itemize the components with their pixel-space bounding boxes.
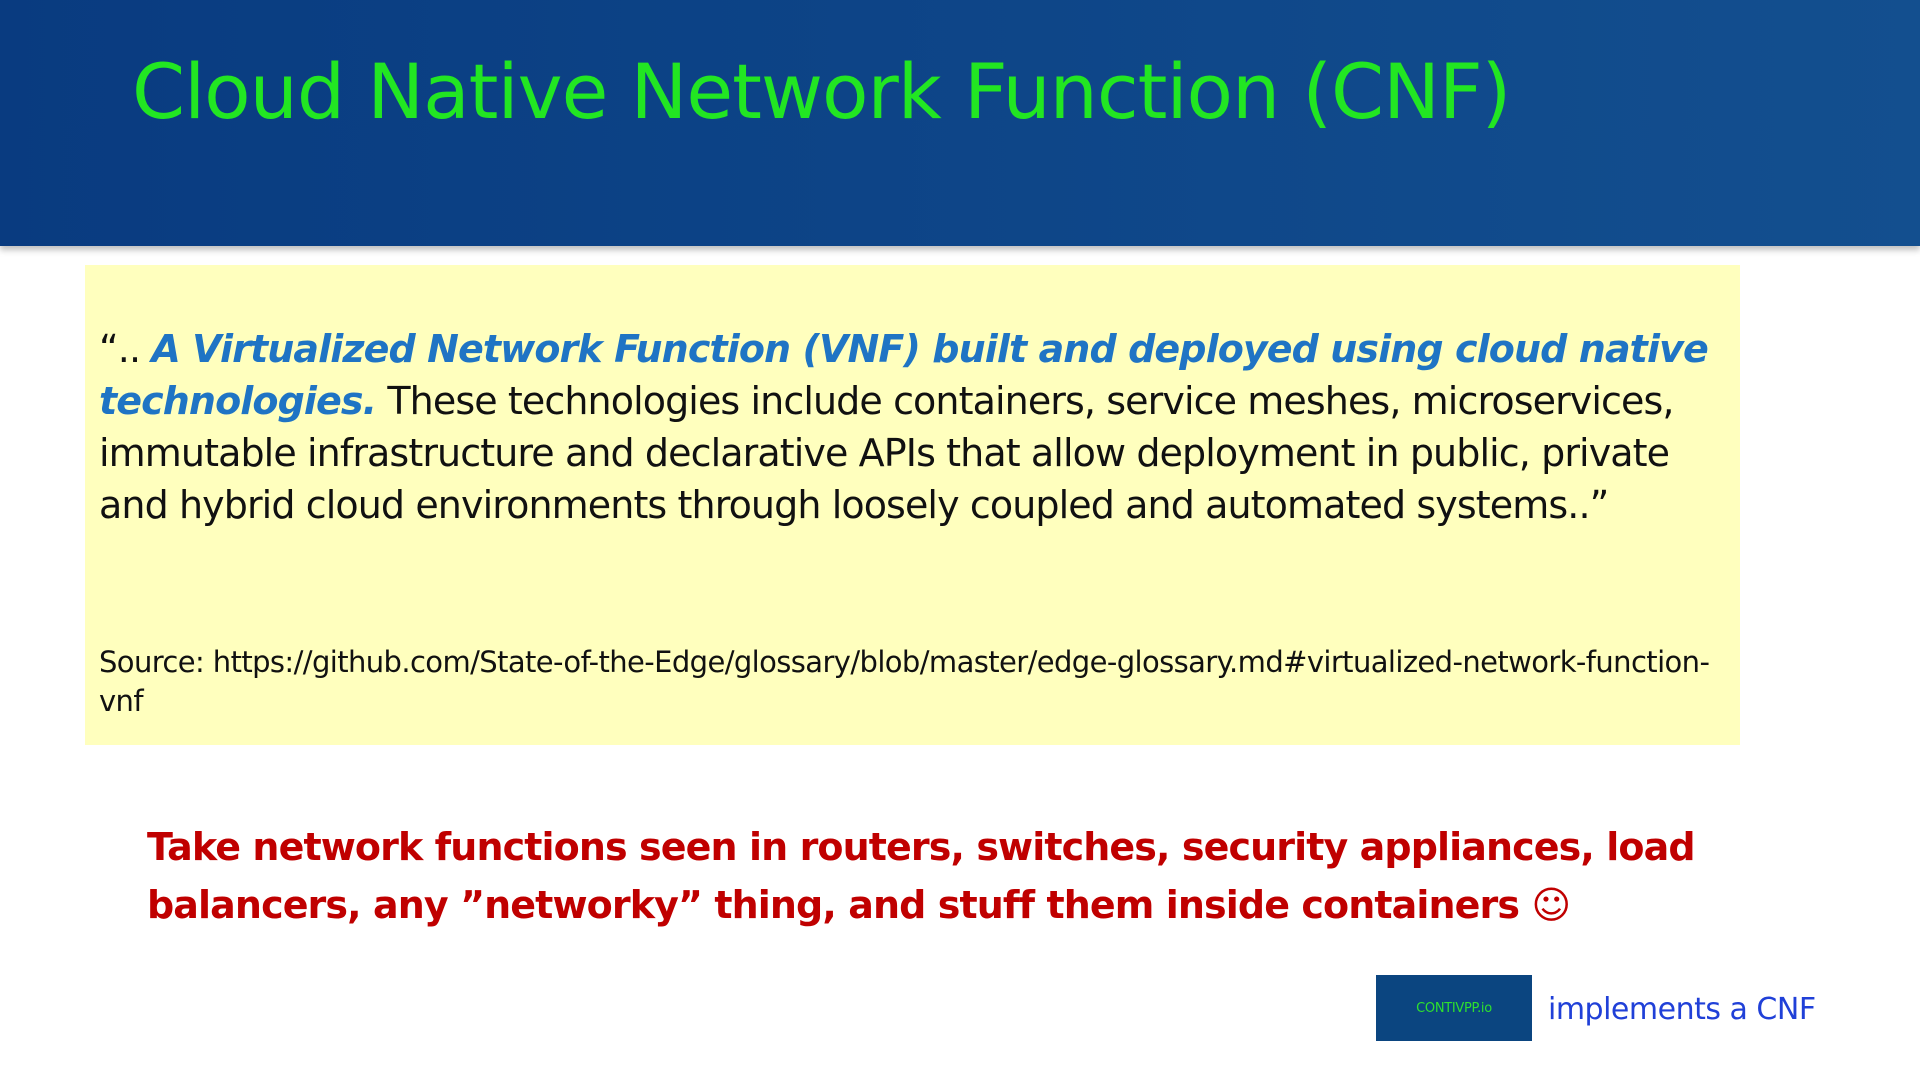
- contivpp-logo: CONTIVPP.io: [1376, 975, 1532, 1041]
- quote-source: Source: https://github.com/State-of-the-…: [99, 645, 1710, 718]
- quote-box: “.. A Virtualized Network Function (VNF)…: [85, 265, 1740, 745]
- logo-label: CONTIVPP.io: [1416, 1000, 1492, 1016]
- header-band: Cloud Native Network Function (CNF): [0, 0, 1920, 246]
- implements-caption: implements a CNF: [1548, 992, 1816, 1027]
- quote-text: “.. A Virtualized Network Function (VNF)…: [99, 323, 1729, 531]
- slide-title: Cloud Native Network Function (CNF): [132, 47, 1511, 136]
- quote-body: These technologies include containers, s…: [99, 379, 1674, 527]
- quote-open-marks: “..: [99, 327, 152, 371]
- smiley-icon: ☺: [1531, 883, 1571, 927]
- quote-emphasis: A Virtualized Network Function (VNF) bui…: [99, 327, 1709, 423]
- takeaway-text: Take network functions seen in routers, …: [147, 825, 1696, 927]
- takeaway-statement: Take network functions seen in routers, …: [147, 818, 1707, 934]
